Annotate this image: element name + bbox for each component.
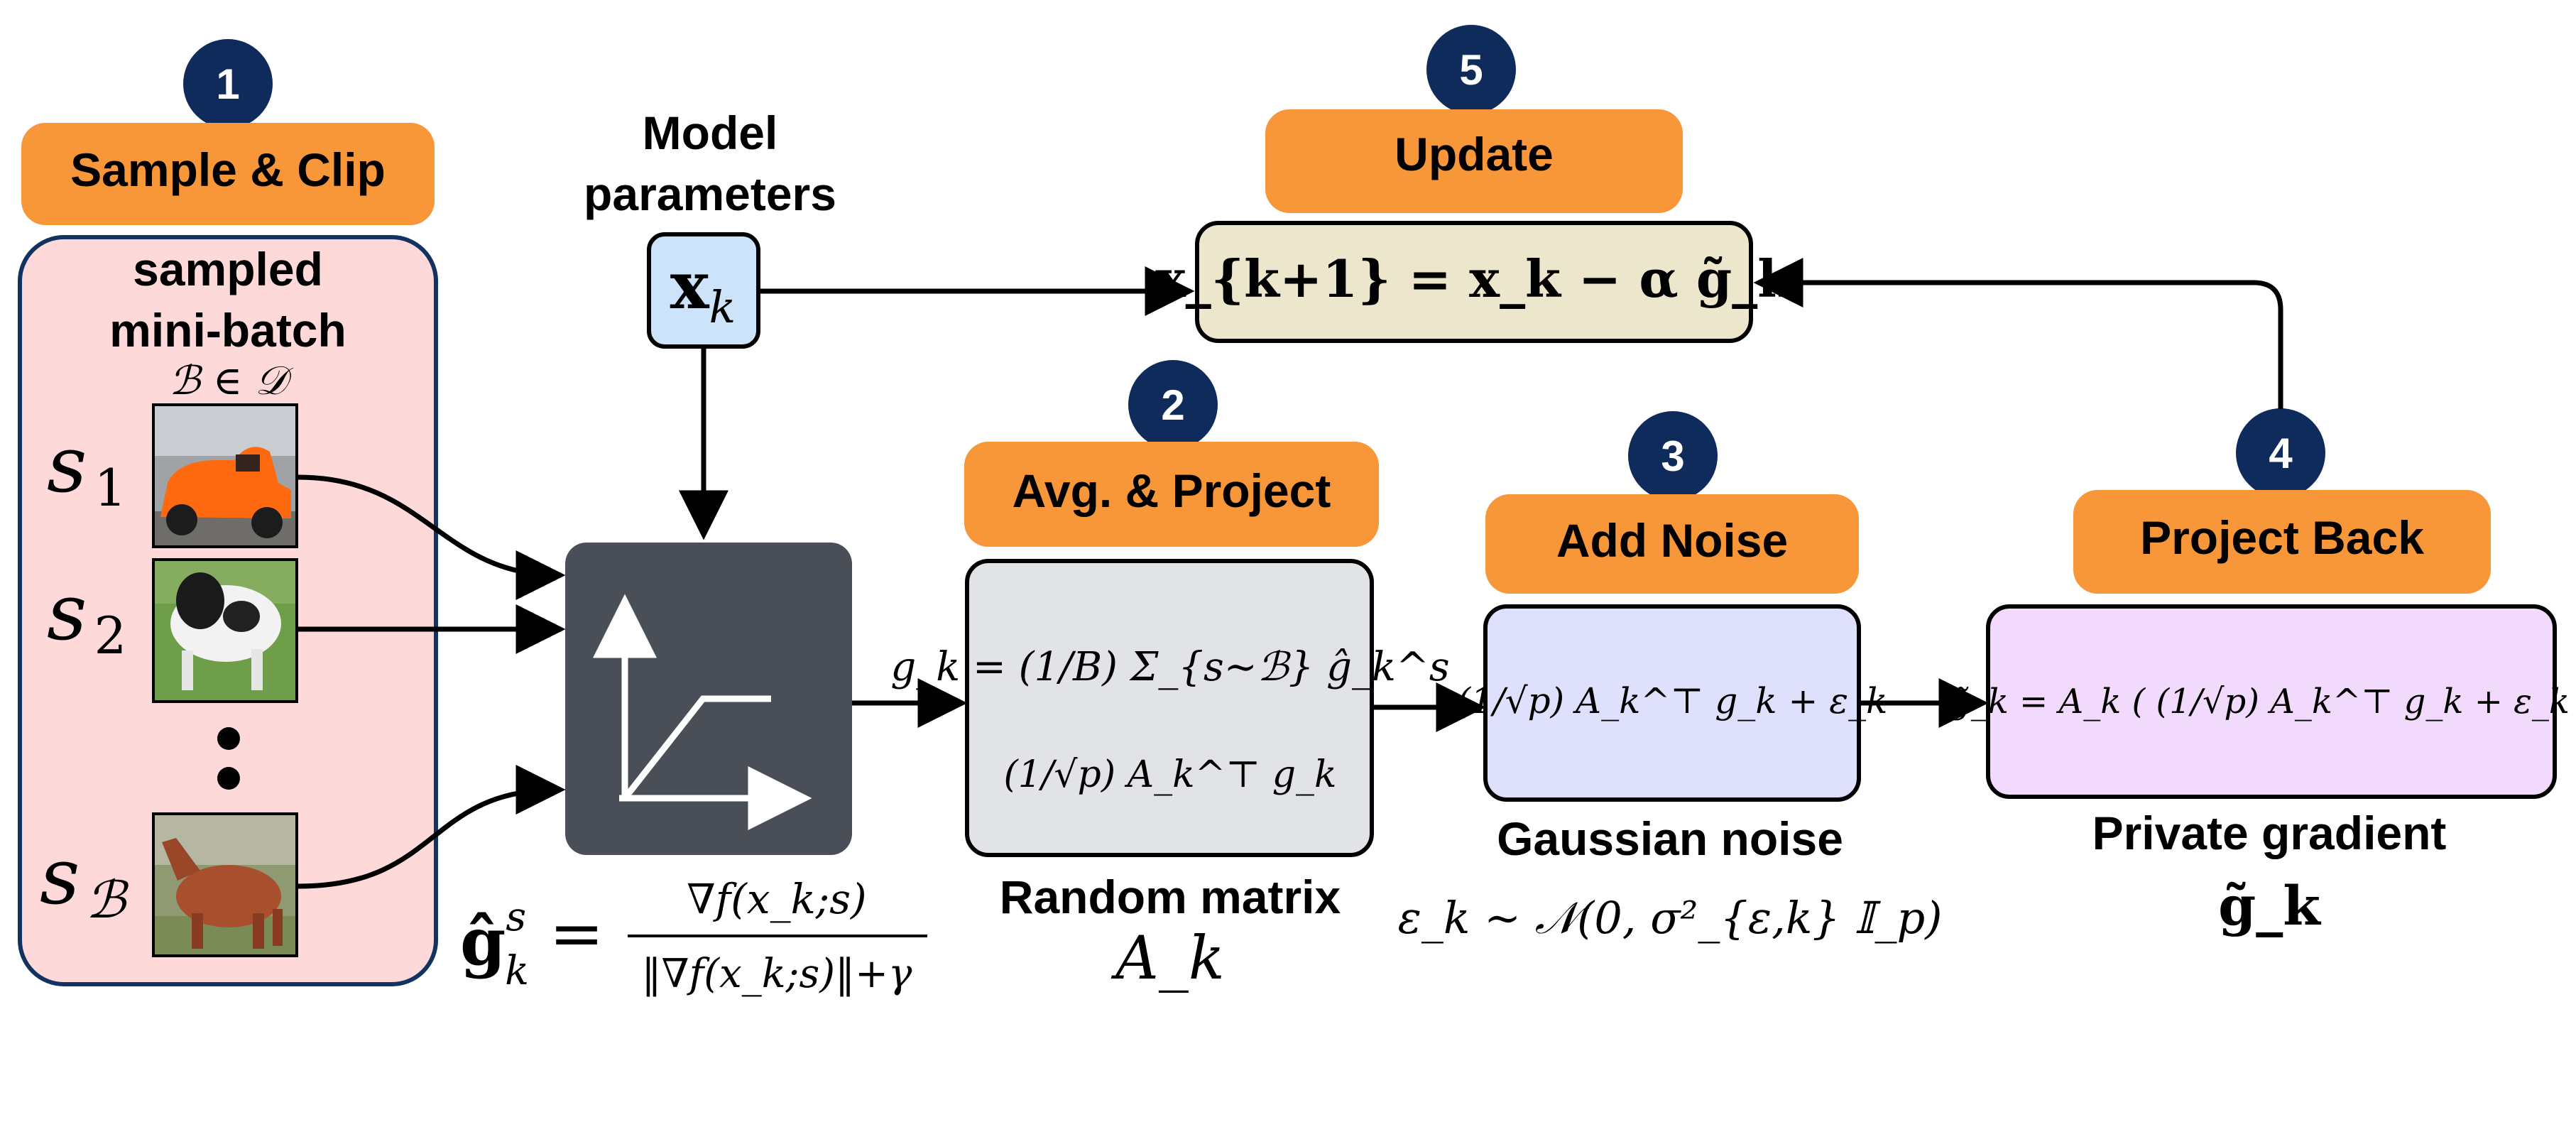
gaussian-noise-caption: Gaussian noise	[1497, 812, 1843, 865]
update-box	[1195, 221, 1753, 343]
arrow-back-to-update	[1753, 258, 2283, 409]
step-2: 2 Avg. & Project g_k = (1/B) Σ_{s∼ℬ} ĝ_k…	[890, 360, 1450, 993]
random-matrix-caption: Random matrix	[1000, 871, 1341, 923]
model-parameters: Model parameters xk	[584, 107, 836, 349]
ellipsis-dot-1	[217, 727, 240, 750]
step-2-label: Avg. & Project	[1013, 464, 1331, 517]
clipping-block	[565, 543, 852, 855]
random-matrix-symbol: A_k	[1110, 923, 1225, 993]
step-4-label: Project Back	[2140, 511, 2424, 564]
ellipsis-dot-2	[217, 767, 240, 790]
step-5: 5 Update x_{k+1} = x_k − α g̃_k	[1155, 25, 1794, 343]
clip-curve	[622, 695, 771, 800]
step-1-label-box	[21, 123, 435, 225]
private-gradient-caption: Private gradient	[2092, 807, 2447, 859]
mini-batch-title-2: mini-batch	[109, 304, 346, 356]
step-2-label-box	[964, 442, 1379, 547]
step-5-label-box	[1265, 109, 1683, 213]
mini-batch-subset: ℬ ∈ 𝒟	[169, 358, 293, 404]
step-3-number: 3	[1661, 432, 1684, 480]
private-gradient-symbol: g̃_k	[2218, 874, 2321, 937]
arrows	[298, 258, 2283, 889]
step-5-circle	[1426, 25, 1516, 114]
project-back-formula: g̃_k = A_k ( (1/√p) A_k^⊤ g_k + ε_k )	[1949, 682, 2576, 721]
step-3: 3 Add Noise (1/√p) A_k^⊤ g_k + ε_k Gauss…	[1398, 411, 1943, 944]
step-3-label: Add Noise	[1556, 514, 1788, 567]
step-4: 4 Project Back g̃_k = A_k ( (1/√p) A_k^⊤…	[1949, 408, 2576, 937]
params-symbol: xk	[670, 247, 736, 333]
step-4-number: 4	[2269, 430, 2293, 477]
params-title-1: Model	[643, 107, 778, 159]
step-1-number: 1	[216, 60, 239, 108]
car-image	[152, 403, 298, 548]
mini-batch-title-1: sampled	[133, 243, 323, 295]
update-formula: x_{k+1} = x_k − α g̃_k	[1155, 249, 1794, 309]
noise-formula: (1/√p) A_k^⊤ g_k + ε_k	[1457, 680, 1888, 721]
avg-formula: g_k = (1/B) Σ_{s∼ℬ} ĝ_k^s	[890, 644, 1449, 690]
clip-equals: =	[549, 895, 604, 971]
step-4-label-box	[2073, 490, 2491, 594]
step-3-circle	[1628, 411, 1718, 501]
arrow-sampleB-to-clip	[298, 765, 566, 889]
clip-denominator: ‖∇f(x_k;s)‖+γ	[641, 951, 912, 997]
avg-project-box	[965, 559, 1374, 857]
step-2-number: 2	[1161, 381, 1184, 429]
noise-distribution: ε_k ∼ 𝒩(0, σ²_{ε,k} 𝕀_p)	[1398, 892, 1943, 944]
params-title-2: parameters	[584, 168, 836, 220]
clip-numerator: ∇f(x_k;s)	[687, 875, 866, 923]
step-4-circle	[2236, 408, 2325, 498]
step-5-number: 5	[1459, 46, 1483, 94]
project-formula: (1/√p) A_k^⊤ g_k	[1004, 753, 1337, 796]
step-5-label: Update	[1395, 128, 1554, 180]
step-1-circle	[183, 39, 273, 129]
step-3-label-box	[1485, 494, 1859, 594]
arrow-sample1-to-clip	[298, 474, 566, 600]
step-1: 1 Sample & Clip	[21, 39, 435, 225]
dog-image	[152, 558, 298, 703]
horse-image	[152, 812, 298, 957]
step-1-label: Sample & Clip	[70, 143, 386, 196]
step-2-circle	[1128, 360, 1218, 450]
